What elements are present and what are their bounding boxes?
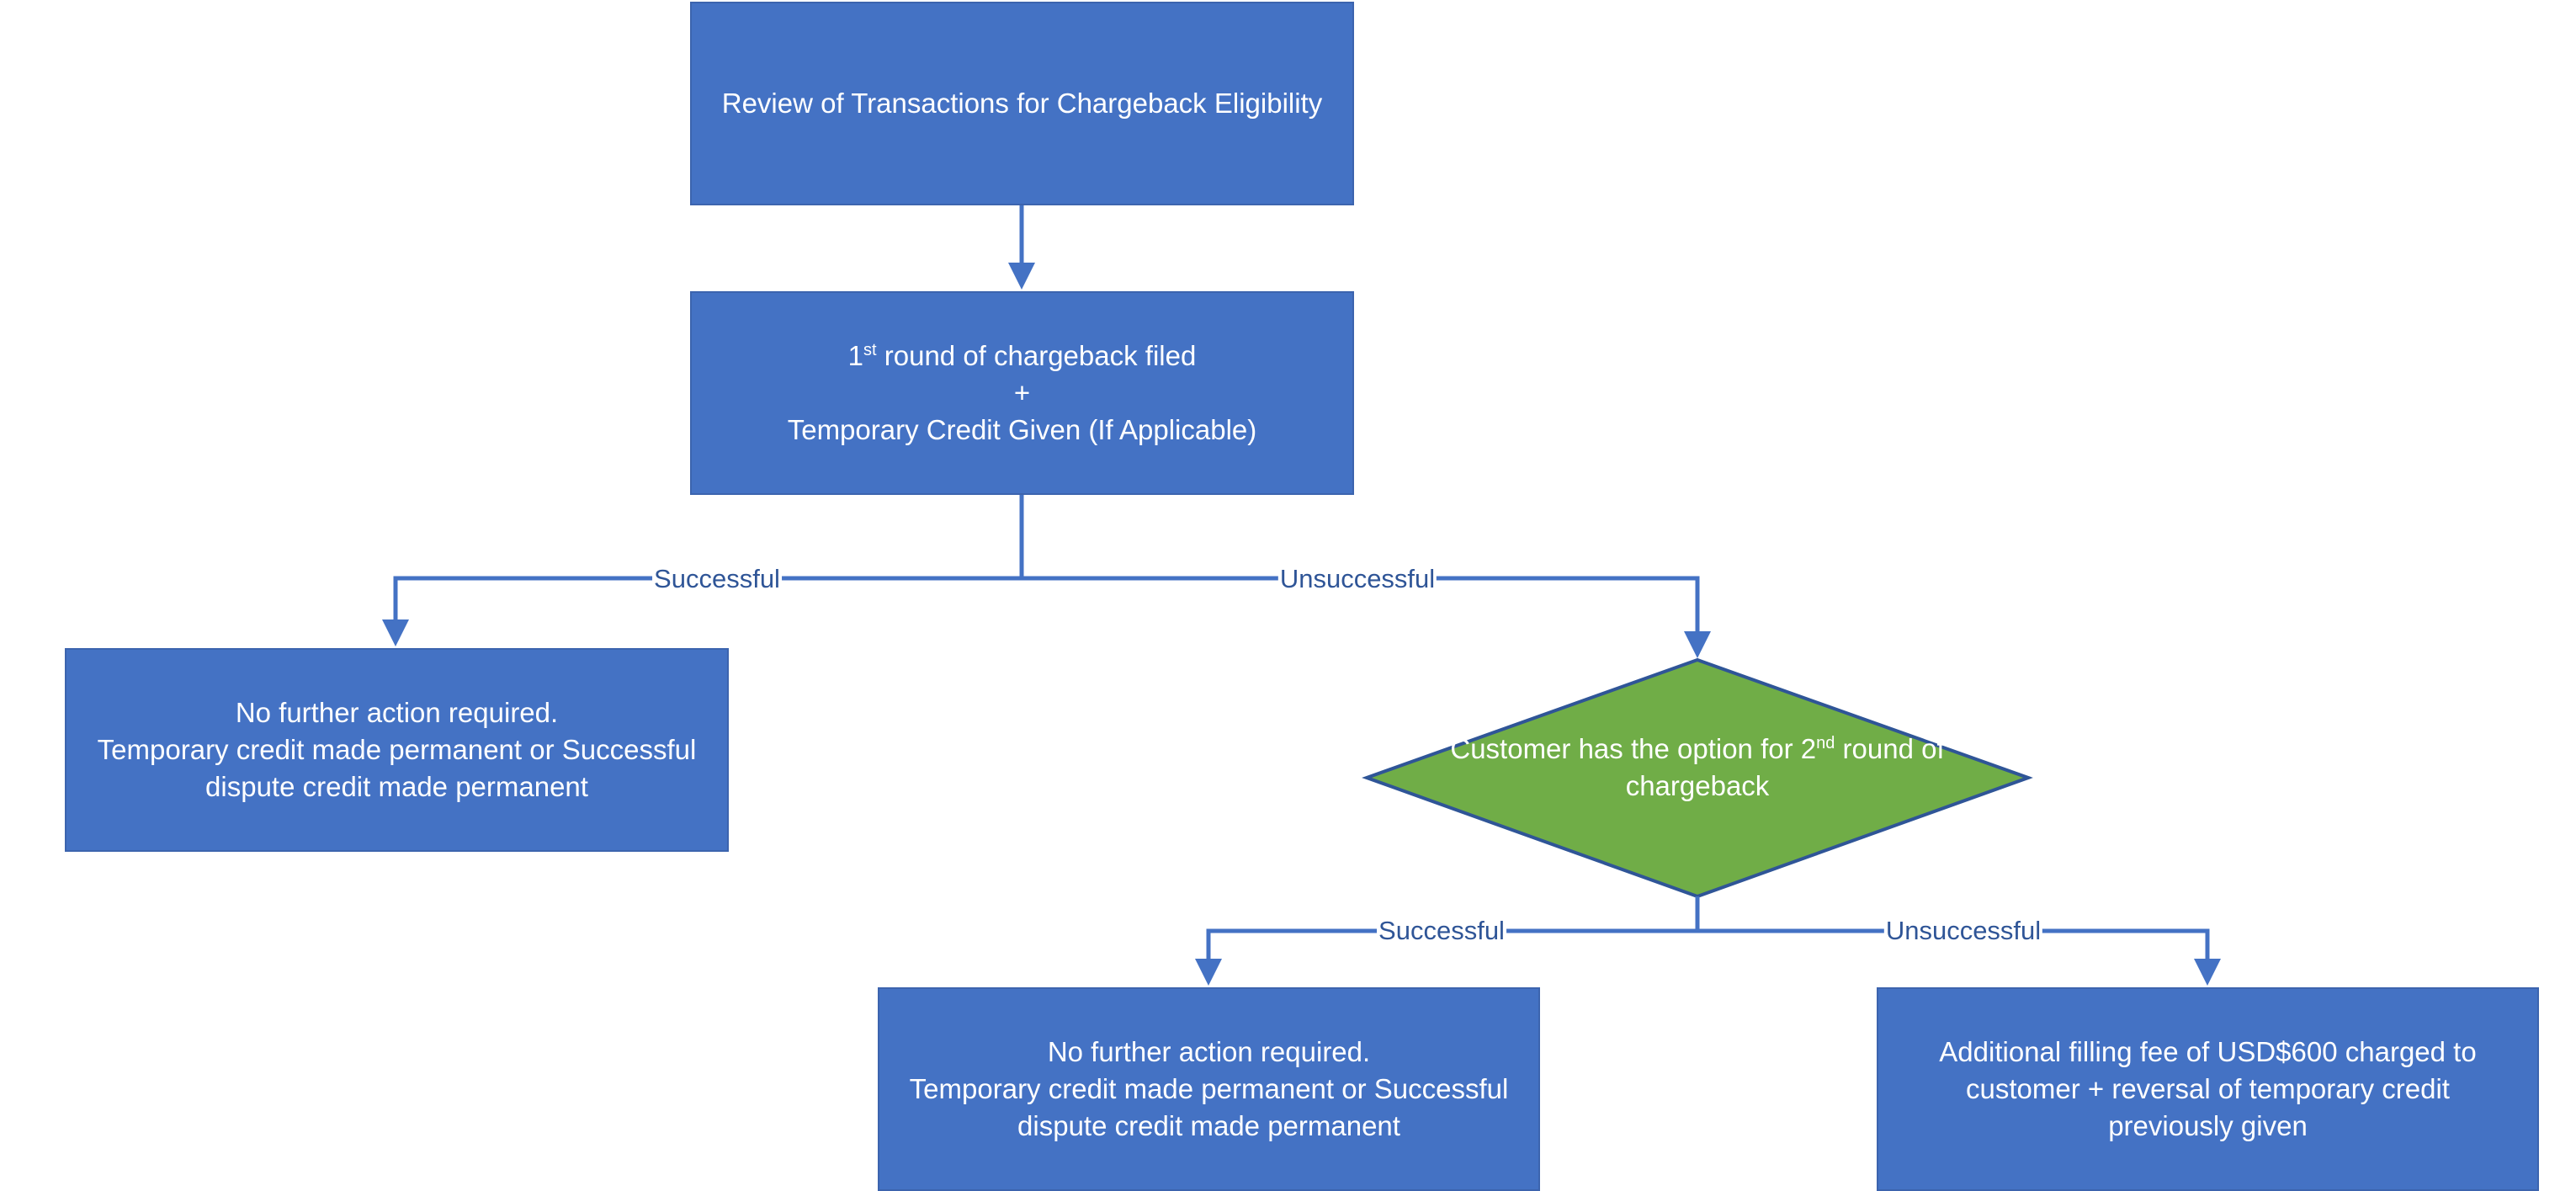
first-round-line1: 1st round of chargeback filed [847,340,1197,371]
node-first-success-outcome: No further action required. Temporary cr… [65,648,729,852]
decision-text: Customer has the option for 2nd round of… [1450,733,1945,801]
first-round-line3: Temporary Credit Given (If Applicable) [787,414,1257,445]
edge-label-second-unsuccessful: Unsuccessful [1883,916,2043,946]
connector-first-round-to-success [393,494,1024,625]
first-round-plus: + [1013,377,1031,408]
node-second-fail-outcome: Additional filling fee of USD$600 charge… [1877,987,2539,1191]
edge-label-first-successful: Successful [652,564,782,594]
arrowhead-icon [1195,959,1222,986]
arrowhead-icon [1008,263,1035,290]
connector-decision-to-second-fail [1697,928,2210,964]
second-fail-text: Additional filling fee of USD$600 charge… [1939,1036,2477,1141]
node-review-text: Review of Transactions for Chargeback El… [721,88,1323,119]
arrowhead-icon [382,619,409,646]
edge-label-second-successful: Successful [1377,916,1506,946]
arrowhead-icon [2194,959,2221,986]
node-review-transactions: Review of Transactions for Chargeback El… [690,2,1354,205]
first-success-line1: No further action required. [235,697,559,728]
node-second-success-outcome: No further action required. Temporary cr… [878,987,1540,1191]
connector-first-round-to-decision [1022,576,1700,636]
first-success-line2: Temporary credit made permanent or Succe… [97,734,697,802]
second-success-line1: No further action required. [1047,1036,1371,1067]
arrowhead-icon [1684,631,1711,658]
second-success-line2: Temporary credit made permanent or Succe… [909,1073,1509,1141]
node-first-round-chargeback: 1st round of chargeback filed + Temporar… [690,291,1354,495]
edge-label-first-unsuccessful: Unsuccessful [1277,564,1437,594]
